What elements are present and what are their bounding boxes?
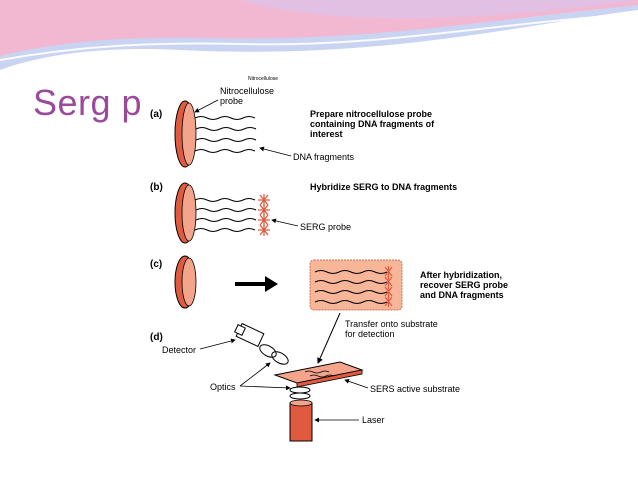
optics-lens-icon (289, 386, 311, 400)
laser-icon (289, 399, 313, 442)
dna-pointer (259, 146, 292, 157)
dna-strand-icon (194, 198, 257, 232)
nitrocellulose-probe-label-2: probe (220, 96, 243, 106)
step-c-desc-1: After hybridization, (420, 270, 502, 280)
optics-label: Optics (210, 382, 236, 392)
optics-pointer-2 (239, 385, 291, 391)
nitrocellulose-disk-icon (174, 255, 197, 309)
laser-label: Laser (362, 415, 385, 425)
transfer-label-1: Transfer onto substrate (345, 319, 438, 329)
step-a-desc-3: interest (310, 129, 343, 139)
detector-label: Detector (162, 345, 196, 355)
dna-strand-icon (194, 116, 257, 153)
optics-lens-icon (259, 344, 289, 365)
transfer-label-2: for detection (345, 329, 395, 339)
serg-pointer (271, 218, 299, 227)
nitrocellulose-disk-icon (174, 182, 197, 244)
nitrocellulose-probe-label-1: Nitrocellulose (220, 86, 274, 96)
serg-star-icon (258, 194, 270, 236)
step-a-desc-2: containing DNA fragments of (310, 119, 435, 129)
wave-lilac (240, 0, 638, 19)
optics-pointer (239, 362, 271, 387)
step-d-label: (d) (150, 332, 163, 343)
nitrocellulose-pointer (194, 99, 219, 113)
small-caption: Nitrocellulose (248, 76, 278, 82)
serg-procedure-diagram: Nitrocellulose (a) Nitrocellulose probe … (140, 70, 520, 450)
step-a-desc-1: Prepare nitrocellulose probe (310, 109, 432, 119)
step-c-desc-2: recover SERG probe (420, 280, 508, 290)
step-c-desc-3: and DNA fragments (420, 290, 504, 300)
sers-pointer (344, 379, 369, 389)
step-b-desc-1: Hybridize SERG to DNA fragments (310, 182, 457, 192)
transfer-arrow (317, 312, 341, 364)
right-arrow-icon (235, 276, 278, 292)
detector-icon (234, 322, 265, 348)
wave-white-line (0, 13, 638, 61)
nitrocellulose-disk-icon (174, 100, 197, 168)
detector-pointer (199, 338, 236, 350)
header-waves (0, 0, 638, 70)
step-a-label: (a) (150, 109, 162, 120)
recovered-probe-box (309, 259, 403, 311)
step-b-label: (b) (150, 182, 163, 193)
diagram-svg: Nitrocellulose (a) Nitrocellulose probe … (150, 76, 508, 442)
serg-probe-label: SERG probe (300, 222, 351, 232)
step-c-label: (c) (150, 259, 162, 270)
sers-substrate-label: SERS active substrate (370, 384, 460, 394)
dna-fragments-label: DNA fragments (293, 152, 355, 162)
slide-title: Serg p (33, 82, 143, 123)
sers-substrate (273, 361, 364, 388)
